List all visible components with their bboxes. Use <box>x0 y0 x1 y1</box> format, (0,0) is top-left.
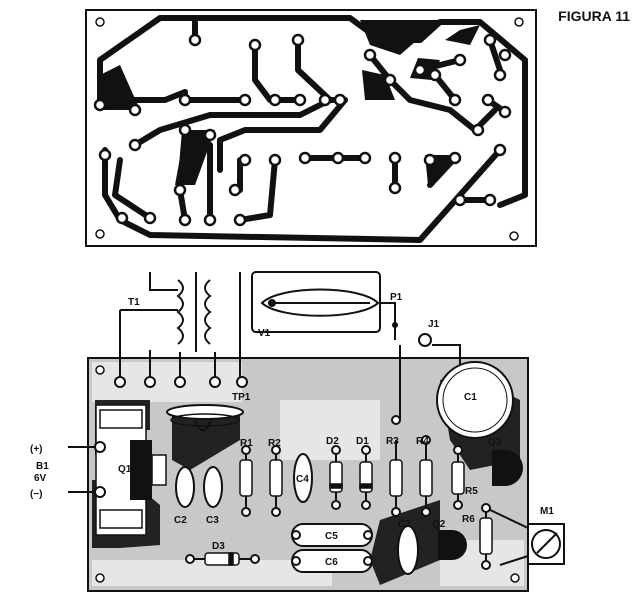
label-c5: C5 <box>325 531 338 542</box>
jack-j1 <box>418 333 432 347</box>
label-battery-minus: (−) <box>30 489 43 500</box>
transistor-q2 <box>438 530 467 560</box>
label-m1: M1 <box>540 506 554 517</box>
figure-title: FIGURA 11 <box>558 8 630 24</box>
label-r1: R1 <box>240 438 253 449</box>
label-q1: Q1 <box>118 464 132 475</box>
copper-layout <box>85 9 537 247</box>
label-d2: D2 <box>326 436 339 447</box>
capacitor-c1 <box>436 361 514 439</box>
label-c7: C7 <box>398 519 411 530</box>
label-d3: D3 <box>212 541 225 552</box>
label-tp1: TP1 <box>232 392 251 403</box>
label-c1: C1 <box>464 392 477 403</box>
label-j1: J1 <box>428 319 440 330</box>
label-b1: B1 <box>36 461 49 472</box>
label-c2: C2 <box>174 515 187 526</box>
meter-m1 <box>485 507 565 566</box>
label-d1: D1 <box>356 436 369 447</box>
label-r6: R6 <box>462 514 475 525</box>
label-battery-plus: (+) <box>30 444 43 455</box>
label-c6: C6 <box>325 557 338 568</box>
valve-v1 <box>251 271 396 340</box>
capacitor-c3 <box>203 466 223 508</box>
label-6v: 6V <box>34 473 47 484</box>
label-r2: R2 <box>268 438 281 449</box>
diodes <box>190 450 373 566</box>
capacitor-c4 <box>293 453 313 503</box>
label-q3: Q3 <box>488 437 502 448</box>
label-c3: C3 <box>206 515 219 526</box>
label-v1: V1 <box>258 328 271 339</box>
capacitor-c2 <box>175 466 195 508</box>
label-c4: C4 <box>296 474 309 485</box>
transistor-q3 <box>492 450 523 486</box>
label-r4: R4 <box>416 436 429 447</box>
component-layout: T1 P1 V1 J1 TP1 (+) (−) B1 6V Q1 R1 R2 D… <box>30 271 565 592</box>
transistor-q1 <box>130 440 167 500</box>
solder-pads <box>93 33 512 227</box>
resistors <box>239 440 493 565</box>
component-pads <box>94 376 491 570</box>
battery-holder <box>95 404 147 536</box>
label-q2: Q2 <box>432 519 446 530</box>
label-r5: R5 <box>465 486 478 497</box>
label-r3: R3 <box>386 436 399 447</box>
capacitor-c7 <box>397 525 419 575</box>
label-p1: P1 <box>390 292 403 303</box>
testpoint-tp1 <box>166 404 244 431</box>
label-t1: T1 <box>128 297 140 308</box>
